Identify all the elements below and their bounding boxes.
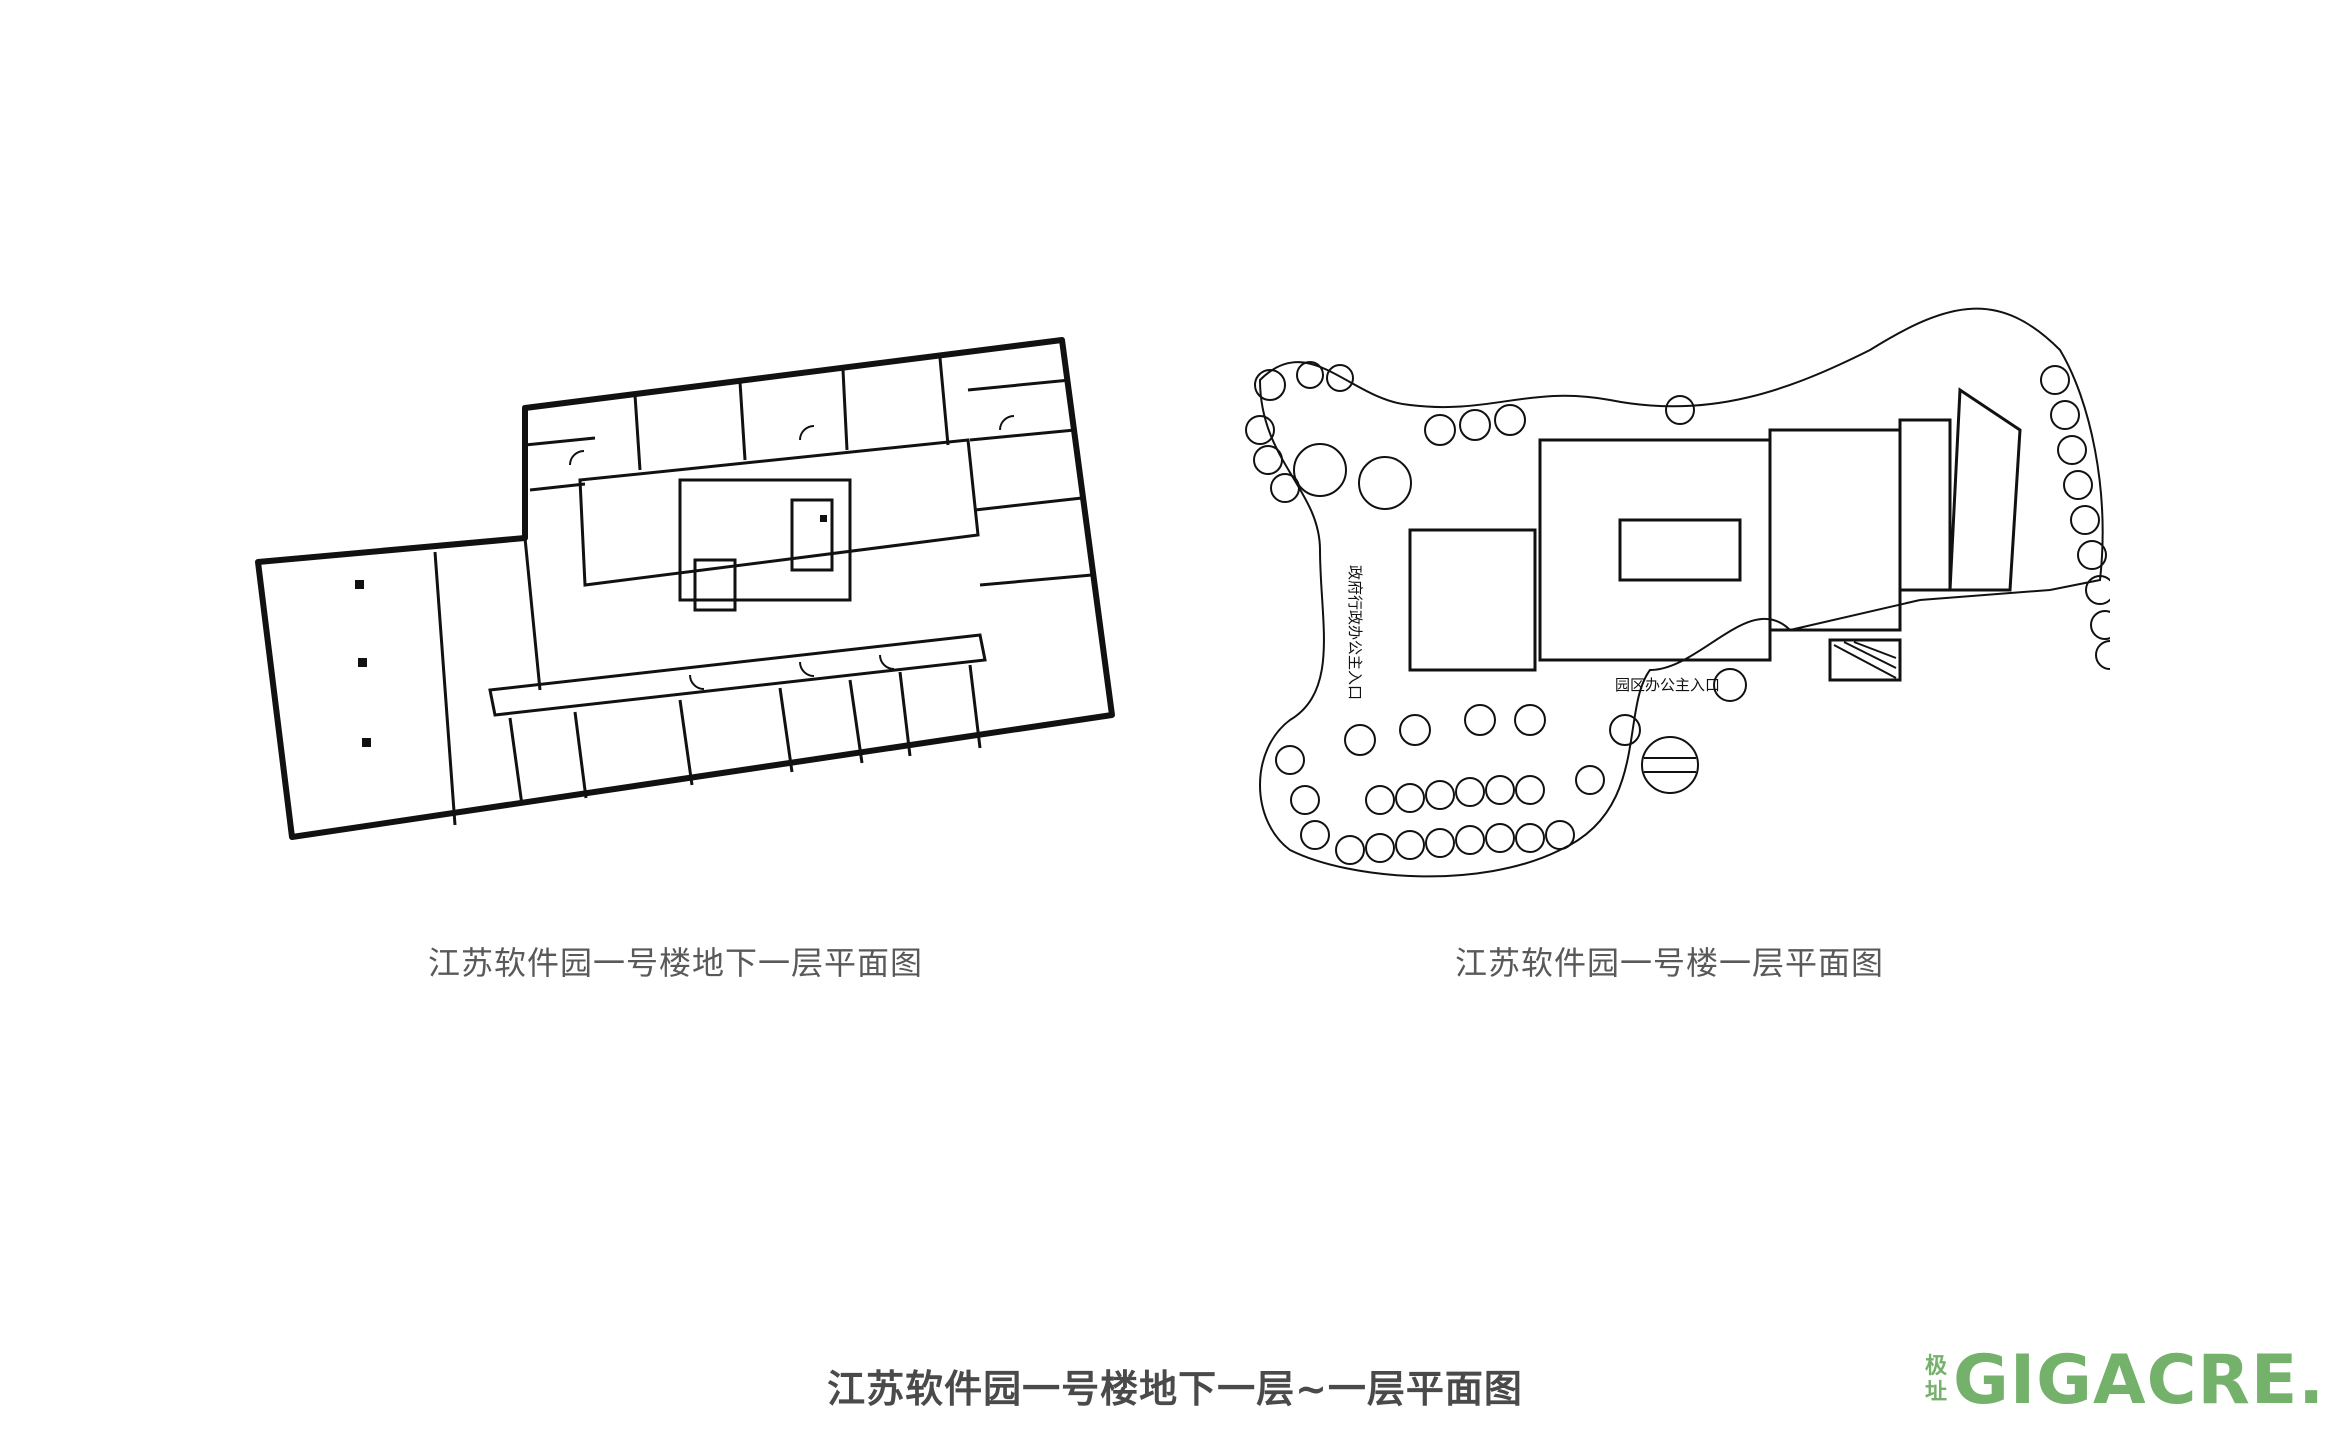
core-block <box>678 478 852 602</box>
logo-wordmark: GIGACRE. <box>1953 1340 2326 1420</box>
ground-plan-caption: 江苏软件园一号楼一层平面图 <box>1455 944 1885 982</box>
ramp <box>1828 638 1902 682</box>
page-title: 江苏软件园一号楼地下一层~一层平面图 <box>827 1367 1523 1411</box>
east-wing <box>1898 418 1952 592</box>
basement-floor-plan <box>255 337 1115 840</box>
fountain <box>1641 736 1699 794</box>
logo-cn-top: 极 <box>1925 1354 1948 1379</box>
trees <box>1245 361 2110 865</box>
ground-floor-plan: 政府行政办公主入口 园区办公主入口 <box>1245 307 2110 878</box>
logo-cn-bottom: 址 <box>1925 1380 1948 1405</box>
gov-office-block <box>1408 528 1537 672</box>
logo-chinese: 极 址 <box>1925 1354 1947 1406</box>
east-block <box>1768 428 1902 632</box>
gov-entrance-label: 政府行政办公主入口 <box>1346 565 1364 700</box>
corridor <box>578 438 980 587</box>
site-boundary <box>1258 307 2104 878</box>
park-entrance-label: 园区办公主入口 <box>1615 676 1720 694</box>
basement-plan-caption: 江苏软件园一号楼地下一层平面图 <box>428 944 924 982</box>
basement-outline <box>255 337 1115 840</box>
corridor-lower <box>488 633 987 717</box>
brand-logo: 极 址 GIGACRE. <box>1925 1340 2325 1420</box>
